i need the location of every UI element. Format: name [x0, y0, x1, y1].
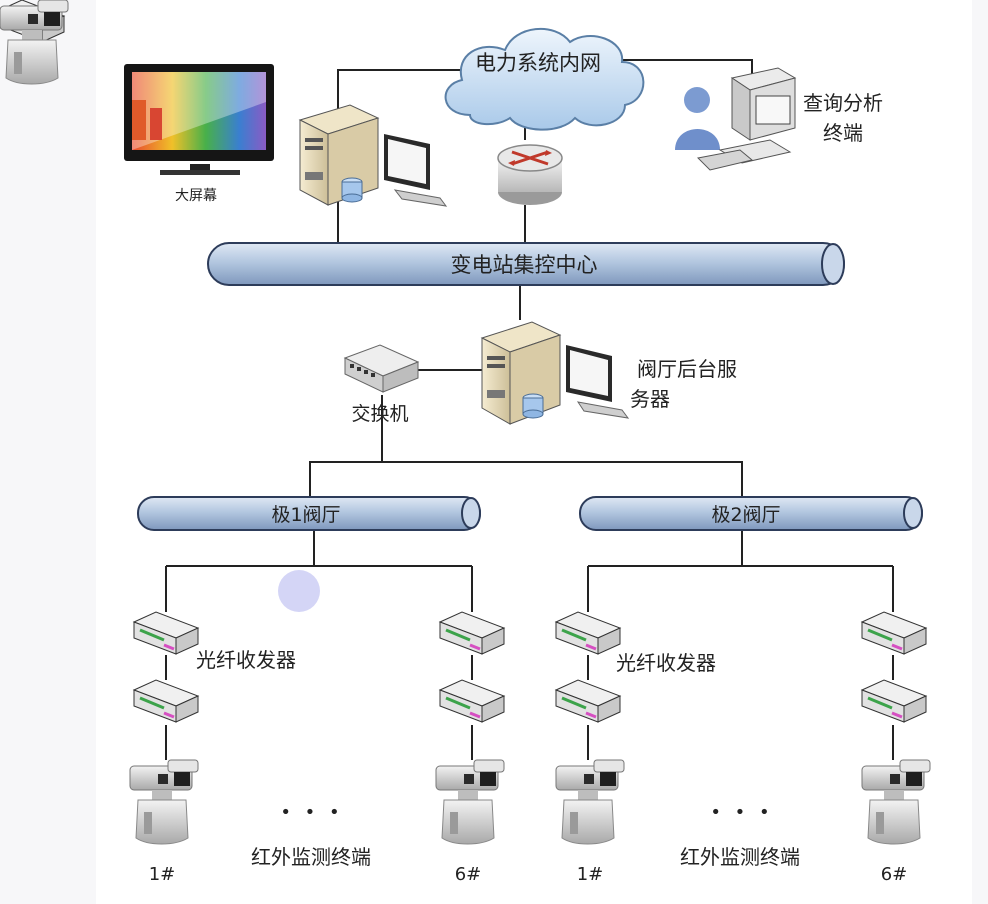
hall-server-icon [480, 321, 562, 425]
camera-icon [435, 759, 505, 845]
hall1-bus [137, 496, 481, 531]
ellipsis-left: • • • [280, 802, 343, 823]
hall-monitor-icon [566, 345, 630, 419]
transceiver-icon [554, 610, 622, 656]
transceiver-icon [860, 610, 928, 656]
hall1-label: 极1阀厅 [271, 504, 340, 526]
transceiver-icon [438, 678, 506, 724]
transceiver-icon [438, 610, 506, 656]
camera-icon [129, 759, 199, 845]
transceiver-icon [860, 678, 928, 724]
camera-number-left-1: 1# [149, 864, 176, 885]
control-center-label: 变电站集控中心 [451, 253, 598, 277]
camera-number-right-6: 6# [881, 864, 908, 885]
hall-server-label-1: 阀厅后台服 [637, 357, 737, 381]
hall-server-label-2: 务器 [630, 387, 670, 411]
top-monitor-icon [384, 134, 448, 207]
transceiver-icon [132, 610, 200, 656]
transceiver-label-right: 光纤收发器 [616, 651, 716, 675]
camera-icon [555, 759, 625, 845]
transceiver-label-left: 光纤收发器 [196, 648, 296, 672]
camera-number-left-6: 6# [455, 864, 482, 885]
query-terminal-label-1: 查询分析 [803, 91, 883, 115]
camera-icon-template [0, 0, 69, 85]
big-screen-label: 大屏幕 [175, 188, 217, 204]
cloud-icon [444, 27, 645, 131]
query-terminal-icon [675, 67, 797, 171]
switch-icon [343, 344, 420, 393]
ir-terminal-label-left: 红外监测终端 [251, 845, 371, 869]
camera-icon [861, 759, 931, 845]
control-center-bus [207, 242, 845, 286]
camera-number-right-1: 1# [577, 864, 604, 885]
transceiver-icon [132, 678, 200, 724]
hall2-label: 极2阀厅 [711, 504, 780, 526]
ir-terminal-label-right: 红外监测终端 [680, 845, 800, 869]
hall2-bus [579, 496, 923, 531]
transceiver-icon [554, 678, 622, 724]
pointer-indicator [278, 570, 320, 612]
top-server-icon [298, 104, 380, 206]
ellipsis-right: • • • [710, 802, 773, 823]
switch-label: 交换机 [351, 403, 408, 425]
cloud-label: 电力系统内网 [475, 51, 601, 75]
big-screen-icon [124, 64, 274, 175]
router-icon [497, 144, 563, 205]
query-terminal-label-2: 终端 [823, 121, 863, 145]
